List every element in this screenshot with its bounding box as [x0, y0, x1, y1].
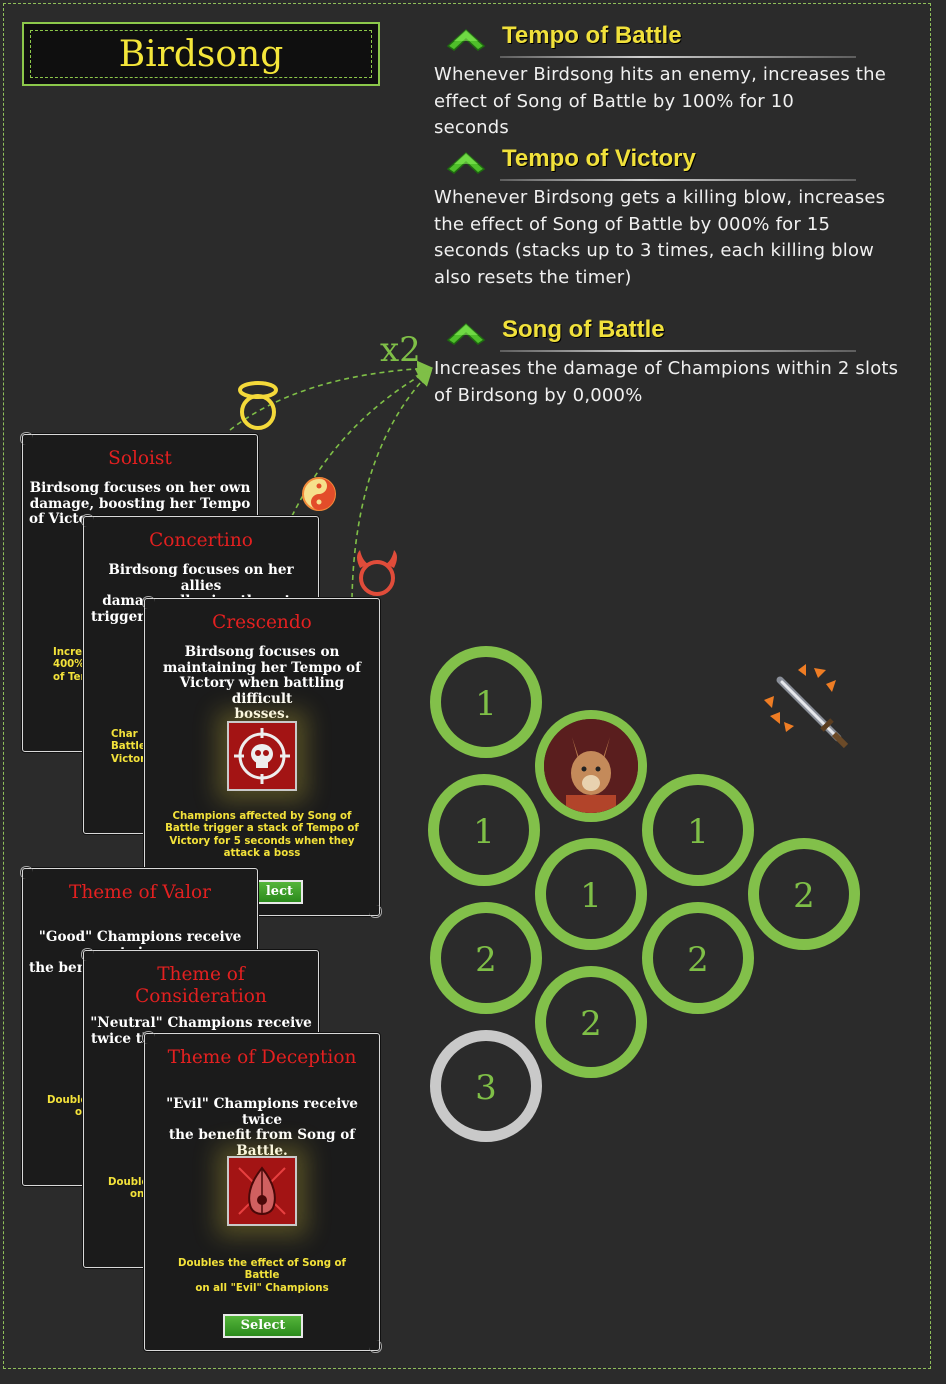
champion-name: Birdsong — [118, 34, 284, 75]
card-title: Theme of Valor — [68, 882, 212, 903]
green-chevron-icon — [446, 151, 486, 174]
skill-tempo-of-victory: Tempo of Victory Whenever Birdsong gets … — [434, 145, 924, 288]
formation-slot[interactable]: 1 — [642, 774, 754, 886]
page-frame — [3, 3, 931, 1369]
formation-slot[interactable]: 2 — [535, 966, 647, 1078]
card-title: Crescendo — [212, 612, 312, 633]
devil-horns-icon — [357, 550, 397, 596]
spec-card-theme-of-deception[interactable]: Theme of Deception "Evil" Champions rece… — [142, 1031, 382, 1353]
select-button[interactable]: Select — [223, 1314, 303, 1338]
champion-title-box: Birdsong — [22, 22, 380, 86]
green-chevron-icon — [446, 322, 486, 345]
skill-description: Whenever Birdsong gets a killing blow, i… — [434, 187, 886, 288]
skull-target-icon — [227, 721, 297, 791]
skill-description: Whenever Birdsong hits an enemy, increas… — [434, 64, 887, 138]
skill-name: Song of Battle — [502, 316, 665, 343]
yin-yang-icon — [302, 477, 336, 511]
multiplier-label: x2 — [380, 330, 421, 370]
skill-tempo-of-battle: Tempo of Battle Whenever Birdsong hits a… — [434, 22, 924, 138]
skill-description: Increases the damage of Champions within… — [434, 358, 899, 406]
evil-lute-icon — [227, 1156, 297, 1226]
formation-slot[interactable]: 1 — [430, 646, 542, 758]
formation-slot[interactable]: 2 — [748, 838, 860, 950]
skill-name: Tempo of Battle — [502, 22, 682, 49]
formation-slot[interactable]: 2 — [430, 902, 542, 1014]
green-chevron-icon — [446, 28, 486, 51]
formation-slot[interactable]: 2 — [642, 902, 754, 1014]
formation-slot[interactable]: 1 — [428, 774, 540, 886]
halo-icon — [238, 381, 278, 430]
card-title: Concertino — [149, 530, 253, 551]
skill-name: Tempo of Victory — [502, 145, 696, 172]
sword-arrows-icon — [764, 664, 849, 749]
card-title: Theme of Deception — [167, 1047, 357, 1068]
skill-song-of-battle: Song of Battle Increases the damage of C… — [434, 316, 924, 406]
card-title: Soloist — [108, 448, 172, 469]
birdsong-portrait — [535, 710, 647, 822]
formation-slot[interactable]: 1 — [535, 838, 647, 950]
formation-slot-empty[interactable]: 3 — [430, 1030, 542, 1142]
